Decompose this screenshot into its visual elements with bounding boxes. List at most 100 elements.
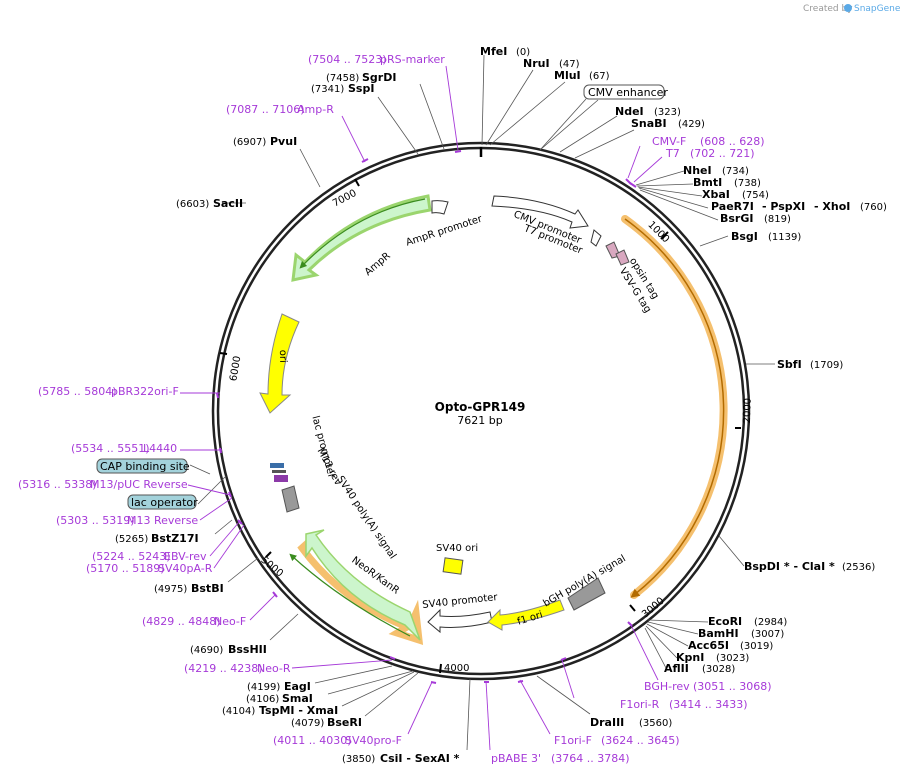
- tick-4000: 4000: [444, 663, 469, 674]
- primer-bghrev-range: (3051 .. 3068): [693, 680, 772, 693]
- enzyme-ndei: NdeI: [615, 105, 644, 118]
- enzyme-eagi-pos: (4199): [247, 682, 280, 693]
- sv40-ori-marker: [442, 557, 464, 575]
- enzyme-bsshii-pos: (4690): [190, 645, 223, 656]
- enzyme-pvui: PvuI: [270, 135, 297, 148]
- enzyme-snabi: SnaBI: [631, 117, 667, 130]
- enzyme-sspi: SspI: [348, 82, 374, 95]
- primer-markers: [216, 150, 637, 684]
- primer-neof: Neo-F: [214, 615, 246, 628]
- primer-ampr: Amp-R: [297, 103, 334, 116]
- enzyme-mfei: MfeI: [480, 45, 507, 58]
- cap-site-label: CAP binding site: [100, 460, 190, 473]
- primer-sv40par-range: (5170 .. 5189): [86, 562, 165, 575]
- enzyme-paer7i: PaeR7I: [711, 200, 754, 213]
- primer-f1orir: F1ori-R: [620, 698, 660, 711]
- enzyme-aflii: AflII: [664, 662, 689, 675]
- primer-labels: (7504 .. 7523) pRS-marker (7087 .. 7106)…: [18, 53, 772, 765]
- primer-pbr322-range: (5785 .. 5804): [38, 385, 117, 398]
- enzyme-bmti-pos: (738): [734, 178, 761, 189]
- sv40-polya-marker: [281, 485, 300, 513]
- enzyme-tspmi-xmai: TspMI - XmaI: [259, 704, 338, 717]
- t7-promoter-arrow: [590, 229, 602, 247]
- enzyme-bmti: BmtI: [693, 176, 722, 189]
- enzyme-sacii: SacII: [213, 197, 243, 210]
- enzyme-bseri: BseRI: [327, 716, 362, 729]
- enzyme-smai: SmaI: [282, 692, 313, 705]
- enzyme-mfei-pos: (0): [516, 47, 530, 58]
- primer-pbr322: pBR322ori-F: [111, 385, 179, 398]
- enzyme-sgrdi: SgrDI: [362, 71, 396, 84]
- enzyme-xhoi-pos: (760): [860, 202, 887, 213]
- primer-m13rev: M13 Reverse: [127, 514, 198, 527]
- primer-sv40prof: SV40pro-F: [345, 734, 402, 747]
- lac-operator-marker: [274, 475, 288, 482]
- primer-m13puc: M13/pUC Reverse: [90, 478, 188, 491]
- enzyme-bsgi: BsgI: [731, 230, 758, 243]
- enzyme-acc65i-pos: (3019): [740, 641, 773, 652]
- enzyme-snabi-pos: (429): [678, 119, 705, 130]
- enzyme-bstz17i-pos: (5265): [115, 534, 148, 545]
- primer-ampr-range: (7087 .. 7106): [226, 103, 305, 116]
- primer-neor-range: (4219 .. 4238): [184, 662, 263, 675]
- enzyme-bspdi-clai: BspDI * - ClaI *: [744, 560, 835, 573]
- primer-f1orif-range: (3624 .. 3645): [601, 734, 680, 747]
- cmv-promoter-arrow: [491, 195, 589, 229]
- primer-m13puc-range: (5316 .. 5338): [18, 478, 97, 491]
- enzyme-pspxi: - PspXI: [762, 200, 805, 213]
- enzyme-ecori-pos: (2984): [754, 617, 787, 628]
- enzyme-ndei-pos: (323): [654, 107, 681, 118]
- sv40-promoter-arrow: [427, 608, 493, 634]
- ampr-promoter-label: AmpR promoter: [405, 213, 485, 248]
- enzyme-mlui-pos: (67): [589, 71, 610, 82]
- enzyme-bsgi-pos: (1139): [768, 232, 801, 243]
- primer-l4440-range: (5534 .. 5551): [71, 442, 150, 455]
- enzyme-bstbi-pos: (4975): [154, 584, 187, 595]
- primer-t7: T7: [665, 147, 680, 160]
- enzyme-nrui-pos: (47): [559, 59, 580, 70]
- enzyme-pvui-pos: (6907): [233, 137, 266, 148]
- primer-ebvrev-range: (5224 .. 5243): [92, 550, 171, 563]
- enzyme-draiii: DraIII: [590, 716, 624, 729]
- enzyme-bsshii: BssHII: [228, 643, 267, 656]
- enzyme-bsrgi-pos: (819): [764, 214, 791, 225]
- enzyme-csii-pos: (3850): [342, 754, 375, 765]
- enzyme-bseri-pos: (4079): [291, 718, 324, 729]
- enzyme-nrui: NruI: [523, 57, 550, 70]
- primer-l4440: L4440: [143, 442, 177, 455]
- ori-label: ori: [277, 350, 288, 363]
- enzyme-nhei-pos: (734): [722, 166, 749, 177]
- f1-ori-arrow: [487, 599, 565, 631]
- enzyme-tspmi-pos: (4104): [222, 706, 255, 717]
- orf-arc: [624, 218, 725, 598]
- enzyme-xbai-pos: (754): [742, 190, 769, 201]
- primer-leader-lines: [180, 65, 663, 751]
- enzyme-mlui: MluI: [554, 69, 581, 82]
- leader-lines: [189, 54, 775, 751]
- enzyme-draiii-pos: (3560): [639, 718, 672, 729]
- primer-prs-marker: pRS-marker: [380, 53, 445, 66]
- neor-orf-line: [289, 553, 411, 637]
- ampr-label: AmpR: [363, 250, 393, 278]
- primer-f1orir-range: (3414 .. 3433): [669, 698, 748, 711]
- primer-cmvf-range: (608 .. 628): [700, 135, 765, 148]
- enzyme-bstz17i: BstZ17I: [151, 532, 199, 545]
- lac-operator-box: [127, 494, 197, 510]
- sv40-promoter-label: SV40 promoter: [422, 592, 499, 611]
- enzyme-acc65i: Acc65I: [688, 639, 729, 652]
- primer-t7-range: (702 .. 721): [690, 147, 755, 160]
- enzyme-bspdi-clai-pos: (2536): [842, 562, 875, 573]
- primer-neof-range: (4829 .. 4848): [142, 615, 221, 628]
- boxed-labels: CMV enhancer CAP binding site lac operat…: [96, 84, 668, 510]
- enzyme-sacii-pos: (6603): [176, 199, 209, 210]
- enzyme-sspi-pos: (7341): [311, 84, 344, 95]
- bgh-polya-marker: [567, 577, 606, 611]
- enzyme-aflii-pos: (3028): [702, 664, 735, 675]
- primer-bghrev: BGH-rev: [644, 680, 690, 693]
- neor-arrow: [305, 529, 421, 641]
- enzyme-bsrgi: BsrGI: [720, 212, 753, 225]
- cmv-enhancer-box: [583, 84, 665, 100]
- cap-site-box: [96, 458, 188, 474]
- ampr-promoter-arrow: [431, 200, 449, 215]
